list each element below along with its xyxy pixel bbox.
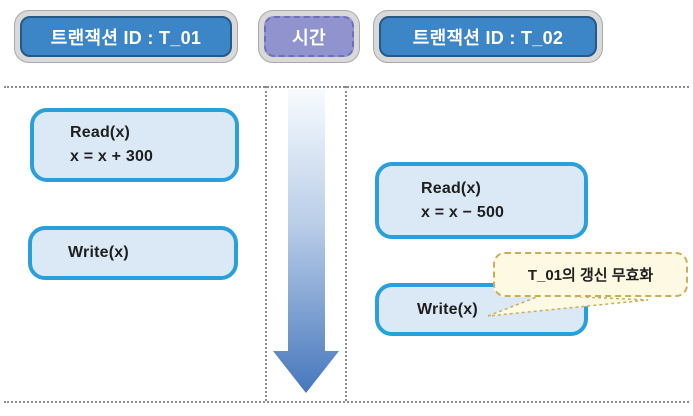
update-invalidation-callout: T_01의 갱신 무효화: [493, 252, 688, 297]
transaction-t01-header-label: 트랜잭션 ID : T_01: [20, 16, 232, 57]
time-column-right-border: [345, 86, 347, 401]
t01-read-line1: Read(x): [70, 124, 131, 141]
t01-write-box: Write(x): [28, 226, 238, 280]
t01-read-line2: x = x + 300: [70, 148, 154, 165]
callout-tail: [487, 294, 649, 317]
time-header-label: 시간: [264, 16, 354, 57]
time-arrow-down-icon: [273, 89, 339, 393]
time-header: 시간: [258, 10, 360, 63]
timeline-bottom-divider: [4, 401, 689, 403]
t01-read-box: Read(x) x = x + 300: [30, 108, 239, 182]
t02-read-line2: x = x − 500: [421, 203, 505, 221]
t02-read-line1: Read(x): [421, 179, 482, 197]
transaction-t01-header: 트랜잭션 ID : T_01: [14, 10, 238, 63]
t01-write-label: Write(x): [68, 244, 129, 261]
t02-read-box: Read(x) x = x − 500: [375, 162, 588, 239]
transaction-t02-header-label: 트랜잭션 ID : T_02: [379, 16, 597, 57]
time-column-left-border: [265, 86, 267, 401]
t02-write-label: Write(x): [417, 300, 478, 318]
update-invalidation-callout-label: T_01의 갱신 무효화: [527, 267, 654, 284]
transaction-t02-header: 트랜잭션 ID : T_02: [373, 10, 603, 63]
